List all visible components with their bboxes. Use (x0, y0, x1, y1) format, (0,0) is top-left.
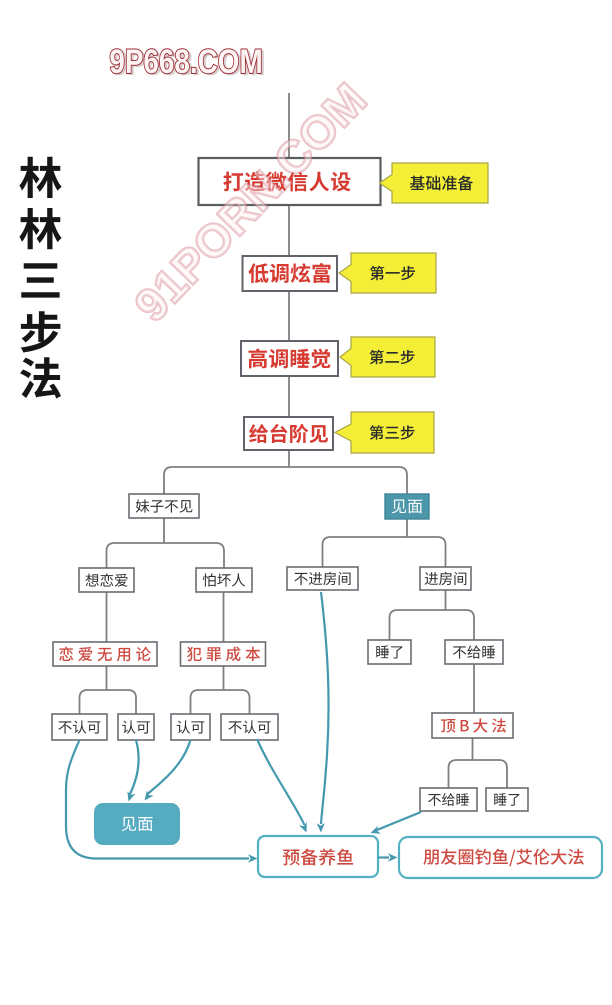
svg-text:9P668.COM: 9P668.COM (109, 42, 262, 80)
svg-text:9P668.COM: 9P668.COM (112, 44, 265, 82)
